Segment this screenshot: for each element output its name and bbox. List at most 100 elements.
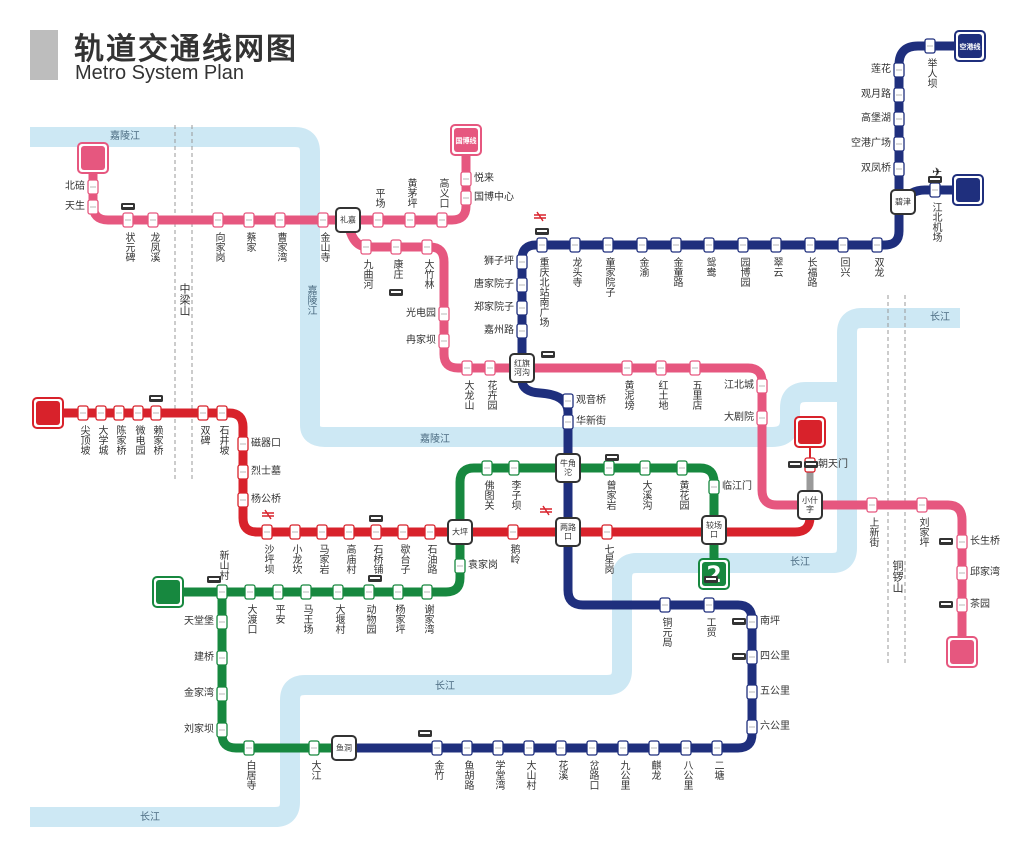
interchange-station[interactable] — [509, 353, 535, 383]
interchange-station[interactable] — [335, 207, 361, 233]
station-line1[interactable] — [316, 524, 328, 540]
interchange-station[interactable] — [890, 189, 916, 215]
station-line6[interactable] — [655, 360, 667, 376]
station-line2[interactable] — [676, 460, 688, 476]
station-line1[interactable] — [150, 405, 162, 421]
station-line2[interactable] — [272, 584, 284, 600]
station-line1[interactable] — [237, 464, 249, 480]
station-line6[interactable] — [212, 212, 224, 228]
station-line3[interactable] — [516, 254, 528, 270]
station-line1[interactable] — [397, 524, 409, 540]
station-line3[interactable] — [562, 393, 574, 409]
station-line1[interactable] — [113, 405, 125, 421]
station-line6[interactable] — [436, 212, 448, 228]
station-line2[interactable] — [508, 460, 520, 476]
station-line1[interactable] — [237, 436, 249, 452]
station-line3[interactable] — [804, 237, 816, 253]
station-line1[interactable] — [216, 405, 228, 421]
station-line6[interactable] — [956, 534, 968, 550]
station-line6[interactable] — [404, 212, 416, 228]
interchange-station[interactable] — [797, 490, 823, 520]
station-line3[interactable] — [617, 740, 629, 756]
station-line3[interactable] — [569, 237, 581, 253]
station-line1[interactable] — [77, 405, 89, 421]
station-line2[interactable] — [708, 479, 720, 495]
interchange-station[interactable] — [701, 515, 727, 545]
station-line3[interactable] — [659, 597, 671, 613]
station-line3[interactable] — [893, 62, 905, 78]
station-line3[interactable] — [648, 740, 660, 756]
station-line6[interactable] — [956, 597, 968, 613]
station-line3[interactable] — [586, 740, 598, 756]
interchange-station[interactable] — [555, 517, 581, 547]
station-line3[interactable] — [711, 740, 723, 756]
station-line3[interactable] — [770, 237, 782, 253]
station-line2[interactable] — [244, 584, 256, 600]
station-line6[interactable] — [756, 378, 768, 394]
station-line3[interactable] — [516, 300, 528, 316]
station-line2[interactable] — [392, 584, 404, 600]
station-line1[interactable] — [132, 405, 144, 421]
station-line1[interactable] — [601, 524, 613, 540]
station-line6[interactable] — [438, 333, 450, 349]
station-line3[interactable] — [893, 161, 905, 177]
station-line3[interactable] — [893, 136, 905, 152]
station-line6[interactable] — [756, 410, 768, 426]
station-line2[interactable] — [216, 650, 228, 666]
station-line3[interactable] — [431, 740, 443, 756]
station-line3[interactable] — [562, 414, 574, 430]
station-line3[interactable] — [924, 38, 936, 54]
station-line6[interactable] — [147, 212, 159, 228]
station-line6[interactable] — [243, 212, 255, 228]
interchange-station[interactable] — [555, 453, 581, 483]
station-line2[interactable] — [454, 558, 466, 574]
station-line6[interactable] — [317, 212, 329, 228]
station-line3[interactable] — [461, 740, 473, 756]
station-line6[interactable] — [122, 212, 134, 228]
station-line1[interactable] — [289, 524, 301, 540]
station-line6[interactable] — [460, 190, 472, 206]
station-line2[interactable] — [216, 722, 228, 738]
station-line3[interactable] — [703, 597, 715, 613]
station-line6[interactable] — [916, 497, 928, 513]
station-line6[interactable] — [372, 212, 384, 228]
station-line3[interactable] — [893, 111, 905, 127]
station-line2[interactable] — [216, 584, 228, 600]
station-line3[interactable] — [837, 237, 849, 253]
station-line6[interactable] — [438, 306, 450, 322]
station-line1[interactable] — [507, 524, 519, 540]
station-line2[interactable] — [300, 584, 312, 600]
station-line1[interactable] — [237, 492, 249, 508]
station-line3[interactable] — [492, 740, 504, 756]
station-line2[interactable] — [216, 614, 228, 630]
station-line2[interactable] — [308, 740, 320, 756]
station-line1[interactable] — [95, 405, 107, 421]
station-line3[interactable] — [746, 719, 758, 735]
station-line2[interactable] — [216, 686, 228, 702]
station-line6[interactable] — [484, 360, 496, 376]
station-line3[interactable] — [670, 237, 682, 253]
station-line3[interactable] — [602, 237, 614, 253]
station-line1[interactable] — [197, 405, 209, 421]
station-line6[interactable] — [87, 199, 99, 215]
station-line2[interactable] — [421, 584, 433, 600]
station-line2[interactable] — [243, 740, 255, 756]
interchange-station[interactable] — [447, 519, 473, 545]
station-line3[interactable] — [523, 740, 535, 756]
station-line3[interactable] — [746, 614, 758, 630]
station-line1[interactable] — [261, 524, 273, 540]
station-line3[interactable] — [893, 87, 905, 103]
station-line3[interactable] — [737, 237, 749, 253]
station-line2[interactable] — [363, 584, 375, 600]
station-line3[interactable] — [746, 649, 758, 665]
station-line6[interactable] — [689, 360, 701, 376]
station-line2[interactable] — [639, 460, 651, 476]
interchange-station[interactable] — [331, 735, 357, 761]
station-line6[interactable] — [956, 565, 968, 581]
station-line2[interactable] — [481, 460, 493, 476]
station-line3[interactable] — [746, 684, 758, 700]
station-line3[interactable] — [516, 277, 528, 293]
station-line6[interactable] — [460, 171, 472, 187]
station-line3[interactable] — [636, 237, 648, 253]
station-line6[interactable] — [390, 239, 402, 255]
